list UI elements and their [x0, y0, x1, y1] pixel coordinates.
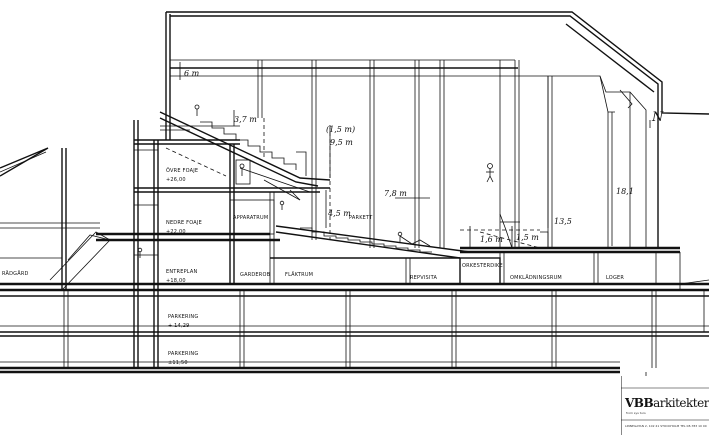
ground-marks — [645, 120, 651, 380]
label-nedre-foaje-level: +22,00 — [166, 229, 186, 235]
stage-lower-level — [405, 252, 709, 290]
label-tradgard: RÄDGÅRD — [2, 270, 29, 277]
dim-18-1: 18,1 — [616, 187, 634, 196]
parking-columns — [0, 290, 709, 368]
label-ovre-foaje: ÖVRE FOAJE — [166, 167, 198, 174]
label-parkering-upper-level: + 14,29 — [168, 323, 190, 329]
label-parkering-upper: PARKERING — [168, 314, 198, 320]
dim-7-8m: 7,8 m — [384, 189, 407, 198]
floor-slabs — [0, 139, 709, 374]
dim-6m: 6 m — [184, 69, 200, 78]
balcony-seating — [159, 111, 331, 201]
structural-grid — [257, 60, 631, 248]
parkett-seating — [275, 213, 549, 259]
logo-brand: VBB — [625, 396, 654, 410]
logo-address: LINNEGATAN 2, 102 41 STOCKHOLM TEL 08-78… — [625, 424, 707, 428]
logo-tagline: from sys turs — [626, 411, 646, 415]
label-entreplan-level: +18,00 — [166, 278, 186, 284]
dim-1-5m-paren: (1,5 m) — [326, 125, 355, 134]
logo-frame — [621, 376, 709, 435]
dim-1-6m: 1,6 m — [480, 235, 503, 244]
label-entreplan: ENTREPLAN — [166, 269, 198, 275]
human-figure-markers — [137, 104, 494, 258]
label-parkett: PARKETT — [349, 215, 373, 221]
label-ovre-foaje-level: +26,00 — [166, 177, 186, 183]
left-wing — [0, 147, 111, 291]
label-apparatrum: APPARATRUM — [233, 215, 268, 221]
label-nedre-foaje: NEDRE FOAJE — [166, 220, 202, 226]
label-flaktrum: FLÄKTRUM — [285, 271, 313, 278]
label-omkladningsrum: OMKLÄDNINGSRUM — [510, 274, 562, 281]
dim-9-5m: 9,5 m — [330, 138, 353, 147]
north-mark-top: N — [652, 110, 664, 125]
logo-wordmark: VBBarkitekter — [625, 396, 709, 410]
dimension-annotations: 6 m 3,7 m (1,5 m) 9,5 m 4,5 m 7,8 m 13,5… — [184, 69, 634, 244]
label-orkesterdike: ORKESTERDIKE — [462, 263, 503, 269]
label-garderob: GARDEROB — [240, 272, 271, 278]
dim-4-5m: 4,5 m — [327, 209, 351, 218]
architect-logo: VBBarkitekter from sys turs LINNEGATAN 2… — [621, 376, 709, 435]
dim-3-7m: 3,7 m — [234, 115, 257, 124]
label-repvisita: REPVISITA — [410, 275, 437, 281]
dim-13-5: 13,5 — [554, 217, 572, 226]
logo-brand-sub: arkitekter — [653, 396, 709, 410]
foyer-columns — [133, 120, 275, 368]
label-parkering-lower: PARKERING — [168, 351, 198, 357]
label-loger: LOGER — [606, 275, 624, 281]
label-parkering-lower-level: ±11,50 — [168, 360, 188, 366]
dimension-lines — [179, 62, 613, 248]
room-labels: ÖVRE FOAJE +26,00 NEDRE FOAJE +22,00 APP… — [2, 167, 624, 366]
dim-1-5m: 1,5 m — [516, 233, 539, 242]
roof-outline — [165, 11, 709, 248]
